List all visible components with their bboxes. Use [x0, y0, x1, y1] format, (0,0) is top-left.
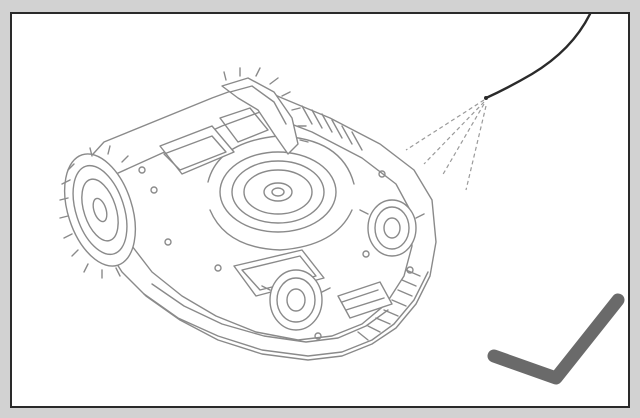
blade-guard-lower: [209, 209, 353, 251]
water-spray-icon: [405, 99, 487, 191]
left-drive-wheel: [59, 145, 137, 279]
checkmark-icon: [487, 293, 625, 385]
screws: [138, 166, 414, 340]
blade-hub-center: [271, 187, 285, 197]
hose-nozzle: [484, 96, 488, 100]
rear-drive-wheel: [221, 67, 309, 155]
body-rim-inner: [151, 283, 389, 343]
mower-cleaning-illustration: [59, 14, 625, 385]
blade-hub: [263, 182, 293, 202]
lower-compartment: [233, 249, 325, 297]
caster-wheel-bottom: [261, 269, 331, 331]
figure-panel: [10, 12, 630, 408]
body-rim: [143, 271, 429, 357]
side-ribs: [357, 269, 421, 341]
blade-disc: [219, 151, 337, 233]
blade-disc-ring: [231, 160, 325, 224]
water-hose: [484, 14, 592, 100]
motor-box: [219, 107, 269, 143]
blade-disc-inner: [243, 169, 313, 215]
vent-ribs: [301, 105, 363, 151]
caster-wheel-right: [359, 199, 425, 257]
chassis-plate: [115, 111, 413, 341]
